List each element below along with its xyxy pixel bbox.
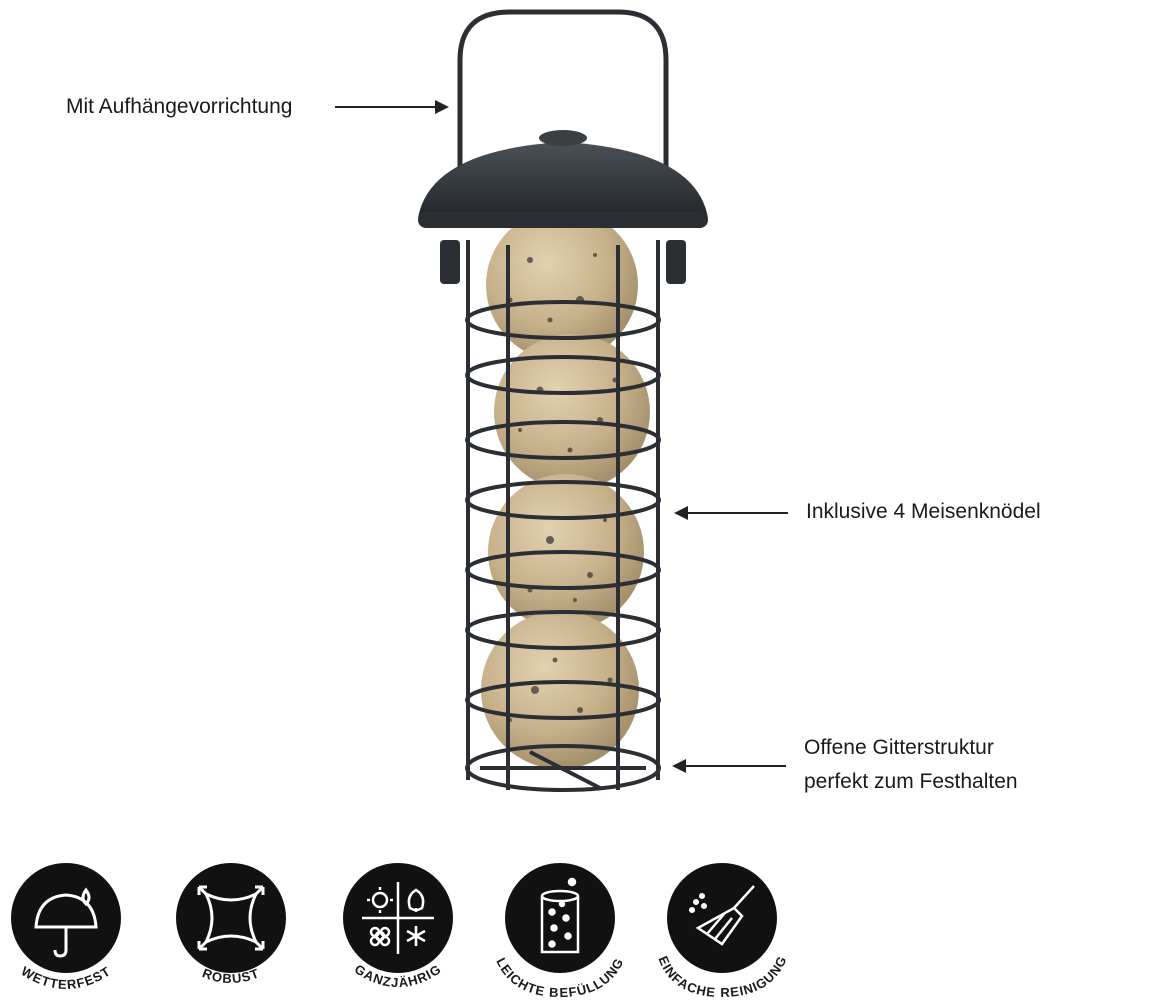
svg-text:ROBUST: ROBUST <box>200 965 261 986</box>
arrow-to-grid <box>672 759 786 773</box>
lid-clip-left <box>440 240 460 284</box>
suet-balls <box>481 209 650 769</box>
suet-ball <box>486 209 638 361</box>
feature-robust: ROBUST <box>151 852 311 1002</box>
filled-container-icon <box>540 877 580 954</box>
feature-easy-cleaning: EINFACHE REINIGUNG <box>642 852 802 1002</box>
arrow-to-hanger <box>335 100 449 114</box>
brush-icon <box>688 885 755 946</box>
callout-open-grid: Offene Gitterstruktur perfekt zum Festha… <box>804 731 1018 799</box>
feature-easy-filling: LEICHTE BEFÜLLUNG <box>480 852 640 1002</box>
feeder-lid <box>418 130 708 284</box>
callout-open-grid-line2: perfekt zum Festhalten <box>804 770 1018 793</box>
feature-year-round: GANZJÄHRIG <box>318 852 478 1002</box>
four-seasons-icon <box>362 882 434 954</box>
callout-included-balls: Inklusive 4 Meisenknödel <box>806 500 1041 523</box>
bird-feeder-illustration <box>418 9 708 792</box>
suet-ball <box>494 334 650 490</box>
arrow-to-balls <box>674 506 788 520</box>
hanger-wire <box>457 9 669 170</box>
umbrella-rain-icon <box>34 887 98 958</box>
bird-feeder-image <box>400 0 740 810</box>
feature-label: ROBUST <box>200 965 260 986</box>
feature-weatherproof: WETTERFEST <box>0 852 146 1002</box>
lid-clip-right <box>666 240 686 284</box>
cage-rings <box>465 300 661 792</box>
callout-hanger: Mit Aufhängevorrichtung <box>66 95 293 118</box>
stretch-square-icon <box>197 885 265 951</box>
suet-ball <box>481 611 639 769</box>
callout-open-grid-line1: Offene Gitterstruktur <box>804 736 994 759</box>
